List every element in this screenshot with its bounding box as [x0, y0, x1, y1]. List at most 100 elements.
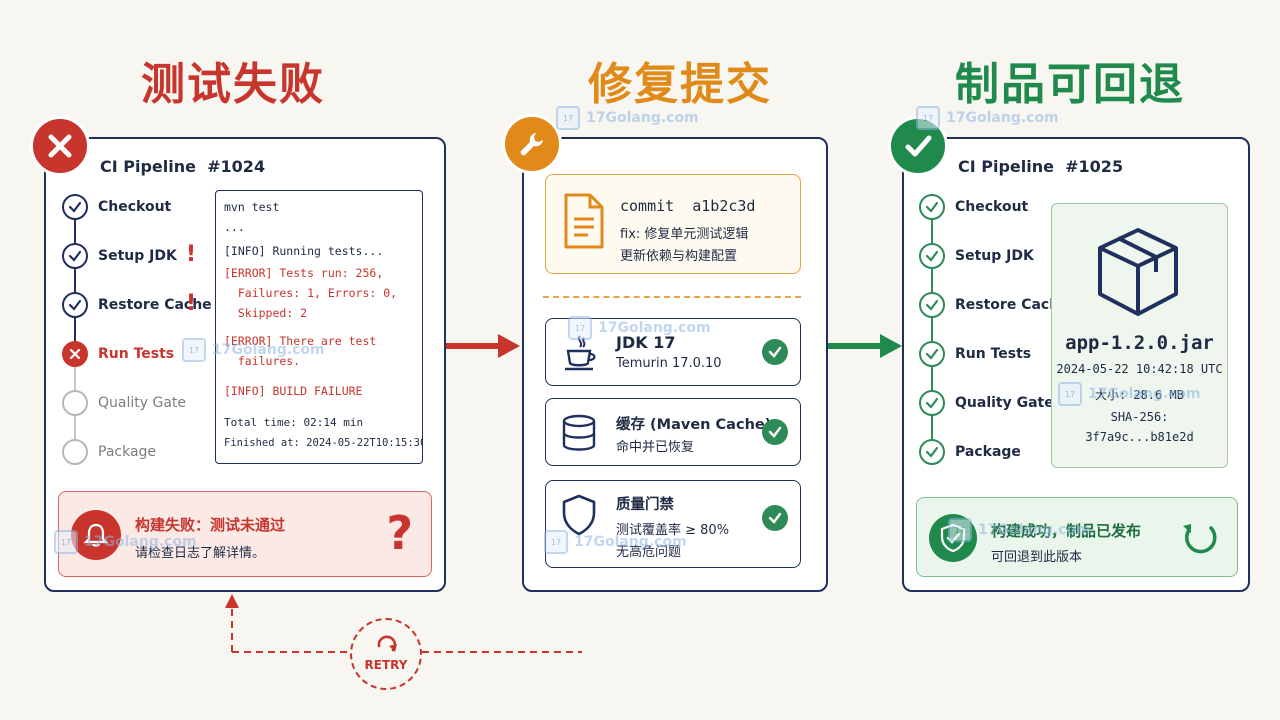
rollback-refresh-icon[interactable]	[1179, 516, 1221, 558]
pipeline-title-1025: CI Pipeline #1025	[958, 157, 1124, 176]
question-icon: ?	[386, 506, 413, 560]
check-icon	[62, 292, 88, 318]
log-line: mvn test	[224, 200, 280, 214]
log-line-error: [ERROR] There are test	[224, 334, 377, 348]
check-icon	[919, 390, 945, 416]
heading-artifact-rollback: 制品可回退	[955, 59, 1185, 110]
banner-title: 构建失败：测试未通过	[135, 516, 286, 534]
watermark-text: 17Golang.com	[598, 320, 711, 336]
close-icon	[48, 134, 72, 158]
wrench-icon	[520, 133, 543, 156]
log-line-error: Skipped: 2	[224, 306, 308, 320]
step-package[interactable]: Package	[919, 439, 1021, 465]
step-checkout[interactable]: Checkout	[919, 194, 1028, 220]
check-icon	[905, 135, 932, 157]
artifact-size: 大小: 28.6 MB	[1094, 388, 1185, 402]
step-setup-jdk[interactable]: Setup JDK	[919, 243, 1034, 269]
pending-circle-icon	[62, 390, 88, 416]
check-icon	[919, 292, 945, 318]
watermark-logo-icon: 17	[1058, 382, 1082, 406]
watermark-logo-icon: 17	[544, 530, 568, 554]
step-run-tests[interactable]: Run Tests	[919, 341, 1031, 367]
error-badge	[30, 116, 90, 176]
retry-button[interactable]: RETRY	[350, 618, 422, 690]
check-icon	[919, 341, 945, 367]
check-icon	[919, 439, 945, 465]
warning-icon: !	[186, 242, 197, 267]
pipeline-connector	[74, 218, 76, 346]
log-line: [INFO] Running tests...	[224, 244, 384, 258]
log-line-error: failures.	[224, 354, 301, 368]
watermark-text: 17Golang.com	[84, 534, 197, 550]
log-line-error: Failures: 1, Errors: 0,	[224, 286, 398, 300]
log-line-error: [INFO] BUILD FAILURE	[224, 384, 363, 398]
build-failed-banner: 构建失败：测试未通过 请检查日志了解详情。 ?	[58, 491, 432, 577]
step-label: Setup JDK	[98, 248, 177, 264]
step-run-tests[interactable]: Run Tests	[62, 341, 174, 367]
heading-test-failed: 测试失败	[141, 59, 325, 110]
pending-circle-icon	[62, 439, 88, 465]
commit-card[interactable]: commit a1b2c3d fix: 修复单元测试逻辑 更新依赖与构建配置	[545, 174, 801, 274]
log-line-error: [ERROR] Tests run: 256,	[224, 266, 384, 280]
step-label: Run Tests	[955, 346, 1032, 362]
watermark: 17 17Golang.com	[1058, 382, 1201, 406]
log-line: ...	[224, 220, 245, 234]
check-icon	[919, 243, 945, 269]
check-icon	[62, 194, 88, 220]
artifact-date: 2024-05-22 10:42:18 UTC	[1056, 362, 1223, 376]
watermark-text: 17Golang.com	[574, 534, 687, 550]
card-subtitle: 命中并已恢复	[616, 440, 695, 455]
retry-label: RETRY	[364, 658, 408, 672]
wrench-badge	[502, 114, 562, 174]
pipeline-title-1024: CI Pipeline #1024	[100, 157, 266, 176]
database-icon	[562, 414, 596, 451]
check-icon	[919, 194, 945, 220]
document-icon	[564, 193, 604, 249]
step-label: Checkout	[955, 199, 1029, 215]
card-title: 质量门禁	[616, 497, 674, 513]
card-title: 缓存 (Maven Cache)	[616, 417, 772, 433]
step-setup-jdk[interactable]: Setup JDK	[62, 243, 177, 269]
step-package[interactable]: Package	[62, 439, 156, 465]
step-quality-gate[interactable]: Quality Gate	[919, 390, 1054, 416]
retry-icon	[377, 635, 397, 652]
quality-gate-card[interactable]: 质量门禁 测试覆盖率 ≥ 80% 无高危问题	[545, 480, 801, 568]
divider	[543, 296, 801, 298]
step-label: Package	[955, 444, 1021, 460]
step-quality-gate[interactable]: Quality Gate	[62, 390, 186, 416]
bell-icon	[71, 510, 121, 560]
card-subtitle: 测试覆盖率 ≥ 80%	[616, 523, 730, 538]
step-label: Restore Cache	[955, 297, 1069, 313]
cache-card[interactable]: 缓存 (Maven Cache) 命中并已恢复	[545, 398, 801, 466]
watermark-logo-icon: 17	[556, 106, 580, 130]
package-box-icon	[1098, 228, 1178, 316]
watermark-text: 17Golang.com	[1088, 386, 1201, 402]
pipeline-connector	[931, 218, 933, 452]
artifact-hash-label: SHA-256:	[1110, 410, 1169, 424]
watermark: 17 17Golang.com	[568, 316, 711, 340]
step-label: Restore Cache	[98, 297, 212, 313]
banner-subtitle: 请检查日志了解详情。	[135, 546, 266, 561]
commit-message: fix: 修复单元测试逻辑	[620, 227, 749, 242]
card-title: JDK 17	[616, 333, 676, 352]
artifact-card[interactable]: app-1.2.0.jar 2024-05-22 10:42:18 UTC 大小…	[1051, 203, 1228, 468]
watermark-logo-icon: 17	[568, 316, 592, 340]
watermark-logo-icon: 17	[182, 338, 206, 362]
close-icon	[62, 341, 88, 367]
step-restore-cache[interactable]: Restore Cache	[919, 292, 1069, 318]
step-label: Quality Gate	[955, 395, 1054, 411]
banner-subtitle: 可回退到此版本	[991, 550, 1083, 565]
check-circle-icon	[762, 419, 788, 445]
watermark-text: 17Golang.com	[212, 342, 325, 358]
shield-icon	[562, 494, 596, 536]
check-circle-icon	[762, 505, 788, 531]
step-checkout[interactable]: Checkout	[62, 194, 171, 220]
card-subtitle-2: 无高危问题	[616, 545, 682, 560]
commit-hash: commit a1b2c3d	[620, 197, 756, 215]
step-restore-cache[interactable]: Restore Cache	[62, 292, 212, 318]
build-log: mvn test ... [INFO] Running tests... [ER…	[215, 190, 423, 464]
card-subtitle: Temurin 17.0.10	[616, 356, 722, 371]
